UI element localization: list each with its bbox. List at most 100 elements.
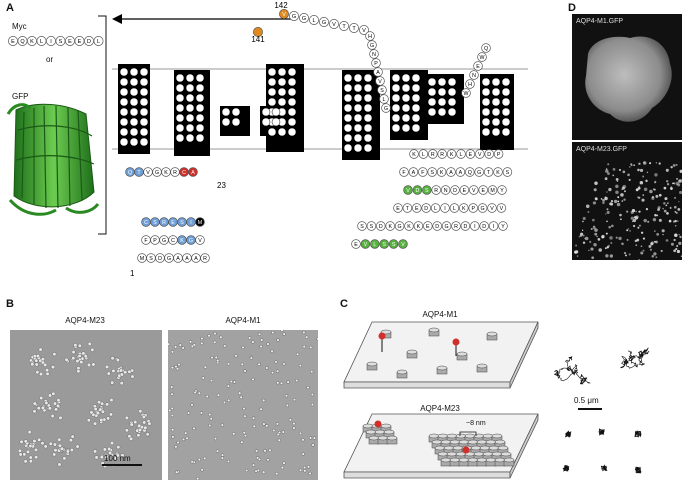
- c-terminus-row2-residue: [399, 167, 409, 177]
- intramembrane-particle: [270, 371, 275, 375]
- m23-cell-fluorescence: [574, 161, 682, 260]
- fluorescent-puncta: [594, 197, 598, 201]
- intramembrane-particle: [110, 441, 115, 446]
- c-terminus-row5-residue-letter: S: [370, 224, 374, 230]
- intramembrane-particle: [34, 447, 39, 452]
- helix-7-cap-residue-letter: N: [472, 73, 476, 79]
- c-terminus-row2-residue: [408, 167, 419, 177]
- helix-7-residue: [481, 117, 491, 127]
- c-terminus-row4-residue-letter: L: [453, 206, 456, 212]
- fluorescent-puncta: [645, 179, 648, 183]
- fluorescent-puncta: [606, 208, 609, 211]
- intramembrane-particle: [52, 352, 57, 357]
- fluorescent-puncta: [626, 210, 629, 213]
- helix-4-residue: [363, 93, 373, 103]
- extracellular-loop-residue: [299, 13, 309, 23]
- intramembrane-particle: [272, 428, 276, 433]
- helix-3-residue: [287, 117, 297, 127]
- aqp4-array-tetramer-top: [380, 423, 392, 429]
- c-terminus-row4-residue: [477, 203, 488, 213]
- c-terminus-row4-residue: [412, 203, 422, 213]
- loop-descending-residue-letter: L: [383, 97, 386, 103]
- fluorescent-puncta: [673, 249, 677, 253]
- c-terminus-row2-residue: [446, 167, 456, 177]
- intramembrane-particle: [199, 411, 204, 415]
- helix-7-residue: [491, 127, 501, 137]
- helix-4-residue: [353, 143, 363, 153]
- fluorescent-puncta: [604, 247, 607, 250]
- intramembrane-particle: [30, 362, 35, 367]
- c-terminus-row1-residue: [428, 149, 438, 159]
- fluorescent-puncta: [653, 188, 656, 191]
- myc-residue: [93, 36, 104, 46]
- helix-2-residue: [185, 113, 195, 123]
- aqp4-array-tetramer-top: [458, 439, 470, 445]
- c-terminus-row1-residue: [437, 149, 447, 159]
- aqp4-array-tetramer-top: [377, 435, 389, 441]
- c-terminus-row1-residue-letter: L: [460, 152, 463, 158]
- intramembrane-particle: [118, 368, 123, 373]
- intramembrane-particle: [48, 393, 53, 398]
- intramembrane-particle: [229, 379, 233, 384]
- c-terminus-row5-residue: [460, 221, 471, 231]
- helix-5-residue: [401, 113, 411, 123]
- helix-5-residue: [401, 103, 411, 113]
- intramembrane-particle: [52, 442, 57, 447]
- helix-7-residue: [481, 87, 491, 97]
- intramembrane-particle: [295, 352, 300, 356]
- aqp4-tetramer-top: [366, 361, 378, 367]
- fluorescent-puncta: [604, 196, 607, 199]
- c-terminus-row5-residue: [498, 221, 508, 231]
- intramembrane-particle: [282, 362, 286, 366]
- freeze-fracture-m23-title: AQP4-M23: [65, 316, 105, 325]
- c-terminus-row3-residue-letter: S: [425, 188, 429, 194]
- fluorescent-puncta: [660, 249, 663, 253]
- intramembrane-particle: [295, 378, 299, 383]
- helix-1-residue: [129, 87, 139, 97]
- fluorescent-puncta: [653, 240, 656, 243]
- helix-3-residue: [267, 87, 277, 97]
- aqp4-array-tetramer-top: [485, 439, 497, 445]
- intramembrane-particle: [124, 428, 129, 433]
- intramembrane-particle: [249, 356, 253, 360]
- fluorescent-puncta: [654, 213, 657, 216]
- intramembrane-particle: [93, 449, 98, 454]
- fluorescent-puncta: [672, 182, 674, 185]
- loop-descending-residue: [381, 103, 391, 113]
- intramembrane-particle: [302, 465, 307, 470]
- intramembrane-particle: [238, 391, 242, 395]
- aqp4-array-tetramer-top: [446, 451, 458, 457]
- helix-6-residue: [447, 77, 457, 87]
- intramembrane-particle: [260, 338, 264, 342]
- freeze-fracture-scale-bar: [102, 464, 142, 466]
- intramembrane-particle: [226, 384, 230, 388]
- helix-2-residue: [195, 133, 205, 143]
- n-terminus-residue-letter: A: [185, 256, 189, 262]
- intramembrane-particle: [209, 378, 214, 383]
- fluorescent-puncta: [665, 239, 669, 242]
- helix-7-residue: [481, 77, 491, 87]
- c-terminus-row2-residue: [427, 167, 437, 177]
- c-terminus-row6-residue-letter: E: [354, 242, 358, 248]
- fluorescent-puncta: [606, 191, 608, 193]
- aqp4-array-tetramer-top: [467, 457, 479, 463]
- intramembrane-particle: [43, 444, 48, 449]
- helix-7-residue: [491, 87, 501, 97]
- n-terminus-residue-letter: A: [176, 256, 180, 262]
- intramembrane-particle: [174, 445, 178, 449]
- loop-descending-residue-letter: G: [370, 43, 374, 49]
- fluorescent-puncta: [642, 175, 645, 178]
- aqp4-array-tetramer-top: [494, 439, 506, 445]
- intramembrane-particle: [36, 406, 41, 411]
- aqp4-array-tetramer-top: [368, 435, 380, 441]
- intramembrane-particle: [265, 366, 269, 370]
- confined-trajectory: [598, 428, 605, 436]
- intramembrane-particle: [208, 423, 212, 428]
- helix-5-residue: [391, 103, 401, 113]
- helix-5-residue: [401, 123, 411, 133]
- intramembrane-particle: [248, 336, 252, 340]
- c-terminus-row5-residue-letter: K: [388, 224, 392, 230]
- intramembrane-particle: [32, 439, 37, 444]
- intramembrane-particle: [232, 380, 237, 384]
- helix-3-residue: [277, 127, 287, 137]
